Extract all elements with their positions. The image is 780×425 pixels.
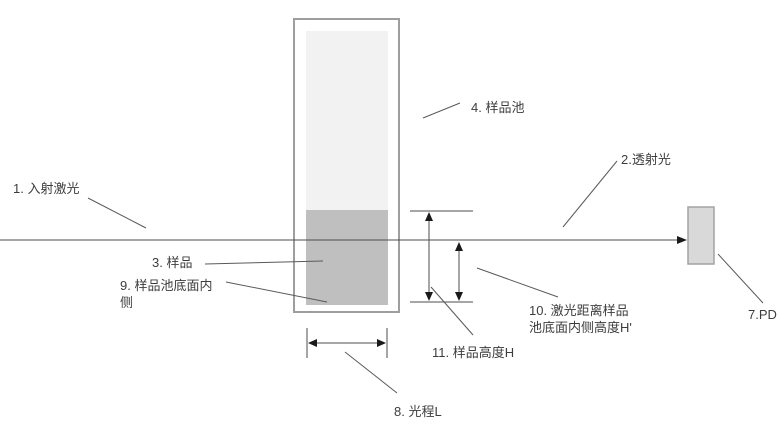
leader-pd bbox=[717, 253, 764, 304]
label-incident-laser: 1. 入射激光 bbox=[13, 181, 80, 196]
label-transmitted-light: 2.透射光 bbox=[621, 152, 671, 167]
label-sample-cell: 4. 样品池 bbox=[471, 100, 525, 115]
photodetector-rect bbox=[687, 206, 715, 265]
label-laser-height-line1: 10. 激光距离样品 bbox=[529, 303, 629, 318]
leader-sample-cell bbox=[422, 102, 461, 119]
label-sample-height: 11. 样品高度H bbox=[432, 345, 515, 360]
label-cell-bottom-inner-line1: 9. 样品池底面内 bbox=[120, 278, 213, 293]
sample-height-arrowhead-top bbox=[425, 212, 433, 221]
leader-incident-laser bbox=[87, 197, 147, 229]
laser-beam-arrowhead bbox=[677, 236, 687, 244]
optical-path-arrowhead-left bbox=[308, 339, 317, 347]
label-cell-bottom-inner: 9. 样品池底面内 侧 bbox=[120, 277, 212, 311]
leader-transmitted-light bbox=[562, 160, 618, 228]
label-sample: 3. 样品 bbox=[152, 255, 193, 270]
leader-cell-bottom-inner bbox=[225, 281, 328, 303]
label-laser-height: 10. 激光距离样品 池底面内侧高度H' bbox=[529, 302, 632, 336]
label-cell-bottom-inner-line2: 侧 bbox=[120, 295, 134, 310]
sample-height-arrowhead-bottom bbox=[425, 292, 433, 301]
leader-sample bbox=[204, 260, 324, 265]
leader-optical-path bbox=[344, 351, 398, 394]
label-laser-height-line2: 池底面内侧高度H' bbox=[529, 320, 632, 335]
leader-laser-height bbox=[476, 267, 559, 298]
laser-height-arrowhead-top bbox=[455, 242, 463, 251]
laser-height-arrowhead-bottom bbox=[455, 292, 463, 301]
sample-liquid bbox=[306, 210, 388, 305]
label-optical-path: 8. 光程L bbox=[394, 404, 442, 419]
leader-sample-height bbox=[430, 286, 474, 336]
optical-path-arrowhead-right bbox=[377, 339, 386, 347]
label-pd: 7.PD bbox=[748, 307, 777, 322]
